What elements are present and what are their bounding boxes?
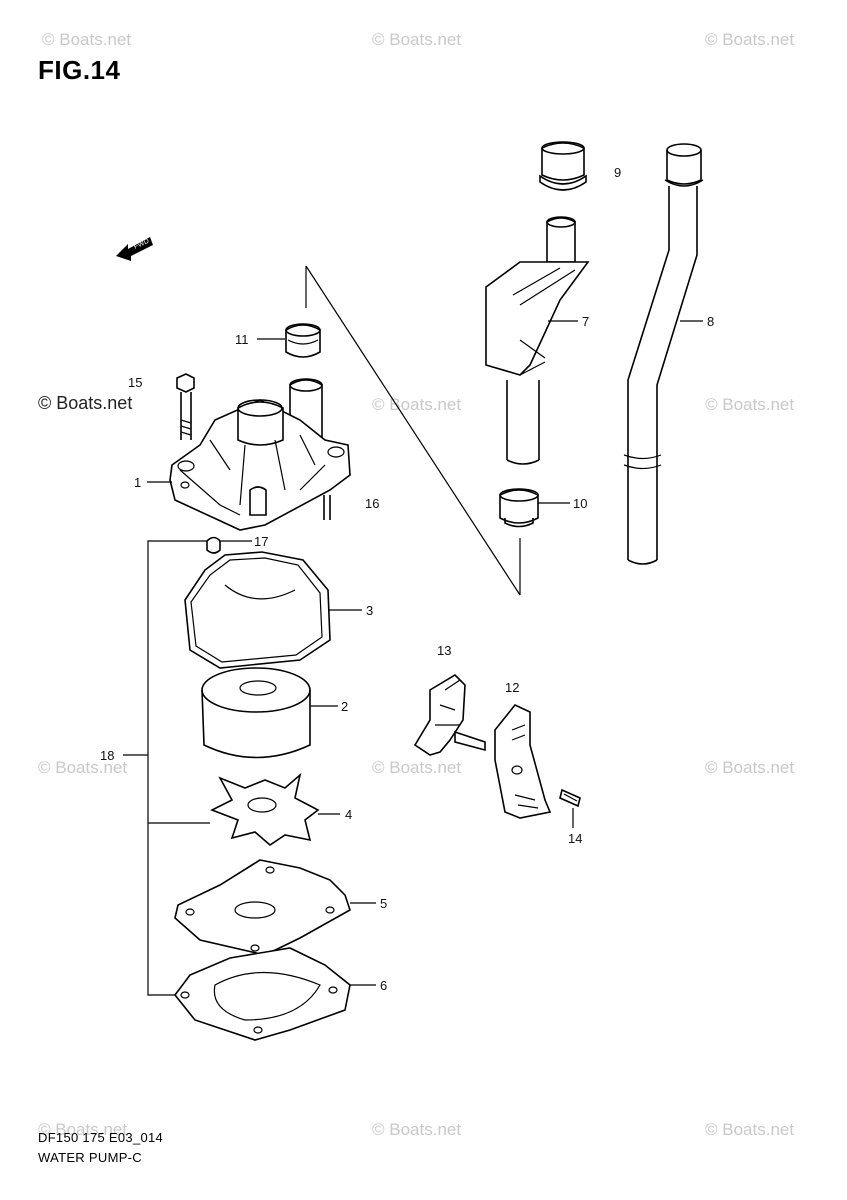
part-9-grommet [539,141,587,191]
footer-name: WATER PUMP-C [38,1150,142,1165]
callout-14: 14 [568,831,582,846]
callout-3: 3 [366,603,373,618]
footer-code: DF150 175 E03_014 [38,1130,164,1145]
fwd-arrow-icon: FWD [116,237,153,261]
assembly-lines [305,265,521,596]
watermark: © Boats.net [372,758,462,777]
callout-1: 1 [134,475,141,490]
callout-6: 6 [380,978,387,993]
callout-5: 5 [380,896,387,911]
part-16-pin [323,495,331,520]
watermark: © Boats.net [38,393,133,413]
watermark: © Boats.net [705,30,795,49]
part-11-grommet [285,323,321,358]
part-2-liner [201,667,311,759]
callout-15: 15 [128,375,142,390]
part-6-gasket [173,947,351,1041]
part-17-key [206,536,221,554]
watermark: © Boats.net [705,395,795,414]
callout-17: 17 [254,534,268,549]
part-8-hose [623,143,704,565]
leader-lines [123,320,703,996]
callout-4: 4 [345,807,352,822]
callout-16: 16 [365,496,379,511]
callout-7: 7 [582,314,589,329]
callout-8: 8 [707,314,714,329]
watermark: © Boats.net [42,30,132,49]
part-10-grommet [499,488,539,528]
part-5-plate [174,859,351,956]
figure-title: FIG.14 [38,55,121,85]
part-12-plate [494,704,552,819]
watermark: © Boats.net [372,1120,462,1139]
watermark: © Boats.net [38,1120,128,1139]
callout-13: 13 [437,643,451,658]
part-4-impeller [210,772,320,847]
callout-10: 10 [573,496,587,511]
part-14-screw [559,788,581,808]
callout-9: 9 [614,165,621,180]
watermark: © Boats.net [372,395,462,414]
callout-12: 12 [505,680,519,695]
part-1-pump-housing [169,399,351,531]
watermark: © Boats.net [705,1120,795,1139]
watermark: © Boats.net [705,758,795,777]
watermark: © Boats.net [38,758,128,777]
part-7-tube-bracket [485,216,590,465]
part-3-seal-ring [184,551,331,669]
callout-18: 18 [100,748,114,763]
watermark: © Boats.net [372,30,462,49]
part-13-clamp [413,673,486,756]
part-15-bolt [176,373,195,440]
callout-2: 2 [341,699,348,714]
callout-11: 11 [235,332,249,347]
